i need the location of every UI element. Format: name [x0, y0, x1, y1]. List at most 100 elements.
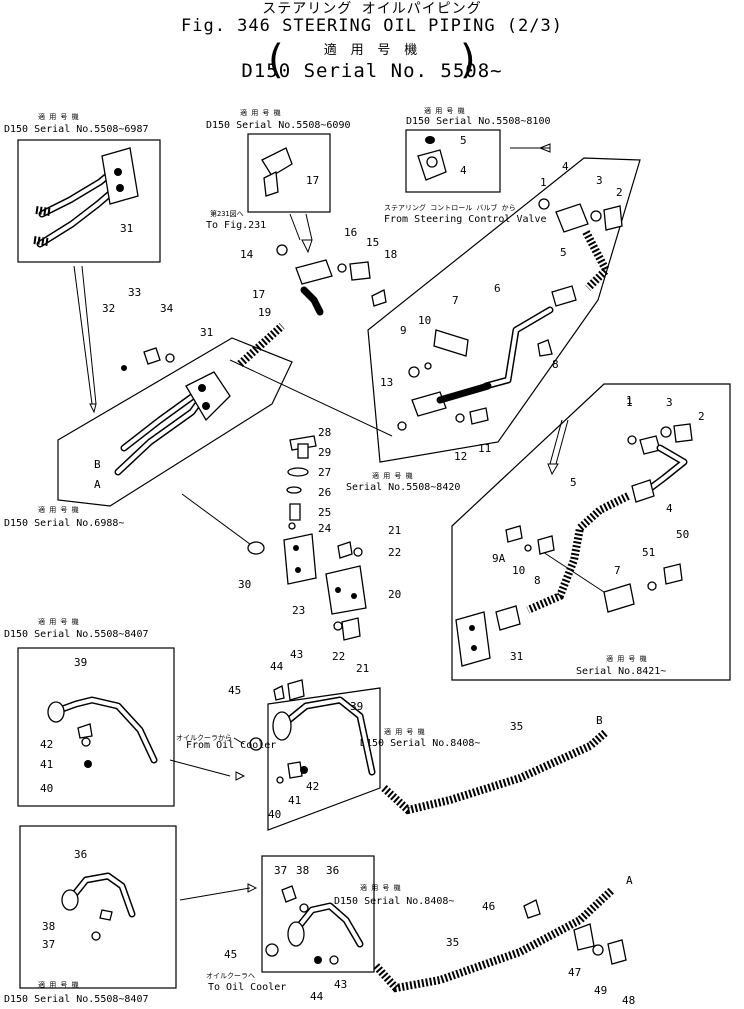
- callout: 3: [596, 174, 603, 187]
- callout: 38: [42, 920, 55, 933]
- callout: 32: [102, 302, 115, 315]
- callout: 44: [270, 660, 284, 673]
- callout: 4: [562, 160, 569, 173]
- pipe-assembly-upper: [114, 198, 623, 476]
- applicable-label-japanese: 適 用 号 機: [323, 43, 421, 58]
- callout: 1: [626, 396, 633, 409]
- callout: 5: [570, 476, 577, 489]
- callout: 2: [698, 410, 705, 423]
- inset-2-jp: 適 用 号 機: [240, 108, 281, 117]
- inset-5-jp: 適 用 号 機: [372, 471, 413, 480]
- callout: 39: [74, 656, 87, 669]
- inset-box-6988: 適 用 号 機 D150 Serial No.6988~: [4, 337, 293, 529]
- callout: 44: [310, 990, 324, 1003]
- callout: 23: [292, 604, 305, 617]
- callout: 18: [384, 248, 397, 261]
- valve-stack-center: [247, 435, 367, 641]
- callout: 1: [626, 394, 633, 407]
- left-bracket: (: [268, 37, 284, 83]
- callout: 5: [460, 134, 467, 147]
- inset-7-caption: D150 Serial No.5508~8407: [4, 629, 149, 640]
- right-bracket: ): [460, 37, 476, 83]
- callout: 10: [512, 564, 525, 577]
- callout: 45: [228, 684, 241, 697]
- callout: A: [626, 874, 633, 887]
- callout: 9: [400, 324, 407, 337]
- callout: 43: [290, 648, 303, 661]
- callout: 8: [552, 358, 559, 371]
- callout: B: [596, 714, 603, 727]
- callout: 33: [128, 286, 141, 299]
- callout: 19: [258, 306, 271, 319]
- callout: 31: [120, 222, 133, 235]
- callout: 41: [288, 794, 301, 807]
- callout: 25: [318, 506, 331, 519]
- inset-4-jp: 適 用 号 機: [38, 505, 79, 514]
- callout: 5: [560, 246, 567, 259]
- callout: 22: [388, 546, 401, 559]
- callout: 39: [350, 700, 363, 713]
- callout: 43: [334, 978, 347, 991]
- inset-box-lower-left: 適 用 号 機 D150 Serial No.5508~8407: [4, 617, 175, 807]
- callout: 1: [540, 176, 547, 189]
- callout: 29: [318, 446, 331, 459]
- inset-8-jp: 適 用 号 機: [384, 727, 425, 736]
- to-cooler-note: To Oil Cooler: [208, 982, 286, 993]
- inset-box-3: 適 用 号 機 D150 Serial No.5508~8100: [405, 106, 551, 193]
- callout: 10: [418, 314, 431, 327]
- inset-7-jp: 適 用 号 機: [38, 617, 79, 626]
- inset-2-caption: D150 Serial No.5508~6090: [206, 120, 351, 131]
- callout: 47: [568, 966, 581, 979]
- callout: 42: [40, 738, 53, 751]
- to-fig-jp: 第231図へ: [210, 209, 244, 218]
- callout: 48: [622, 994, 635, 1007]
- inset-6-caption: Serial No.8421~: [576, 666, 666, 677]
- callout: 37: [274, 864, 287, 877]
- callout: 22: [332, 650, 345, 663]
- callout: 40: [268, 808, 281, 821]
- arrows: [89, 143, 559, 893]
- callout: 37: [42, 938, 55, 951]
- inset-box-2: 適 用 号 機 D150 Serial No.5508~6090: [206, 108, 351, 213]
- callout: 7: [614, 564, 621, 577]
- callout: 13: [380, 376, 393, 389]
- inset-1-jp: 適 用 号 機: [38, 112, 79, 121]
- inset-box-middle-8408: 適 用 号 機 D150 Serial No.8408~: [267, 687, 480, 831]
- callout: 15: [366, 236, 379, 249]
- callout: 26: [318, 486, 331, 499]
- inset-9-jp: 適 用 号 機: [38, 980, 79, 989]
- inset-9-caption: D150 Serial No.5508~8407: [4, 994, 149, 1005]
- callout: 3: [666, 396, 673, 409]
- to-fig-note: To Fig.231: [206, 220, 266, 231]
- callout: 49: [594, 984, 607, 997]
- callout: 2: [616, 186, 623, 199]
- inset-1-caption: D150 Serial No.5508~6987: [4, 124, 149, 135]
- callout: A: [94, 478, 101, 491]
- inset-10-jp: 適 用 号 機: [360, 883, 401, 892]
- callout: 4: [666, 502, 673, 515]
- inset-10-caption: D150 Serial No.8408~: [334, 896, 454, 907]
- from-cooler-note: From Oil Cooler: [186, 740, 276, 751]
- callout: 34: [160, 302, 174, 315]
- callout: 27: [318, 466, 331, 479]
- callout: 40: [40, 782, 53, 795]
- callout: 12: [454, 450, 467, 463]
- callout: 16: [344, 226, 357, 239]
- to-cooler-jp: オイルクーラへ: [206, 972, 255, 980]
- inset-6-jp: 適 用 号 機: [606, 654, 647, 663]
- callout: B: [94, 458, 101, 471]
- callout: 36: [326, 864, 339, 877]
- from-valve-jp: ステアリング コントロール バルブ から: [384, 203, 516, 212]
- callout: 4: [460, 164, 467, 177]
- inset-3-jp: 適 用 号 機: [424, 106, 465, 115]
- callout: 42: [306, 780, 319, 793]
- callout: 6: [494, 282, 501, 295]
- callout: 14: [240, 248, 254, 261]
- callout: 51: [642, 546, 655, 559]
- callout: 17: [252, 288, 265, 301]
- cooler-lines: [249, 679, 627, 993]
- leader-lines: [73, 147, 611, 901]
- inset-3-caption: D150 Serial No.5508~8100: [406, 116, 551, 127]
- callout: 28: [318, 426, 331, 439]
- inset-4-caption: D150 Serial No.6988~: [4, 518, 124, 529]
